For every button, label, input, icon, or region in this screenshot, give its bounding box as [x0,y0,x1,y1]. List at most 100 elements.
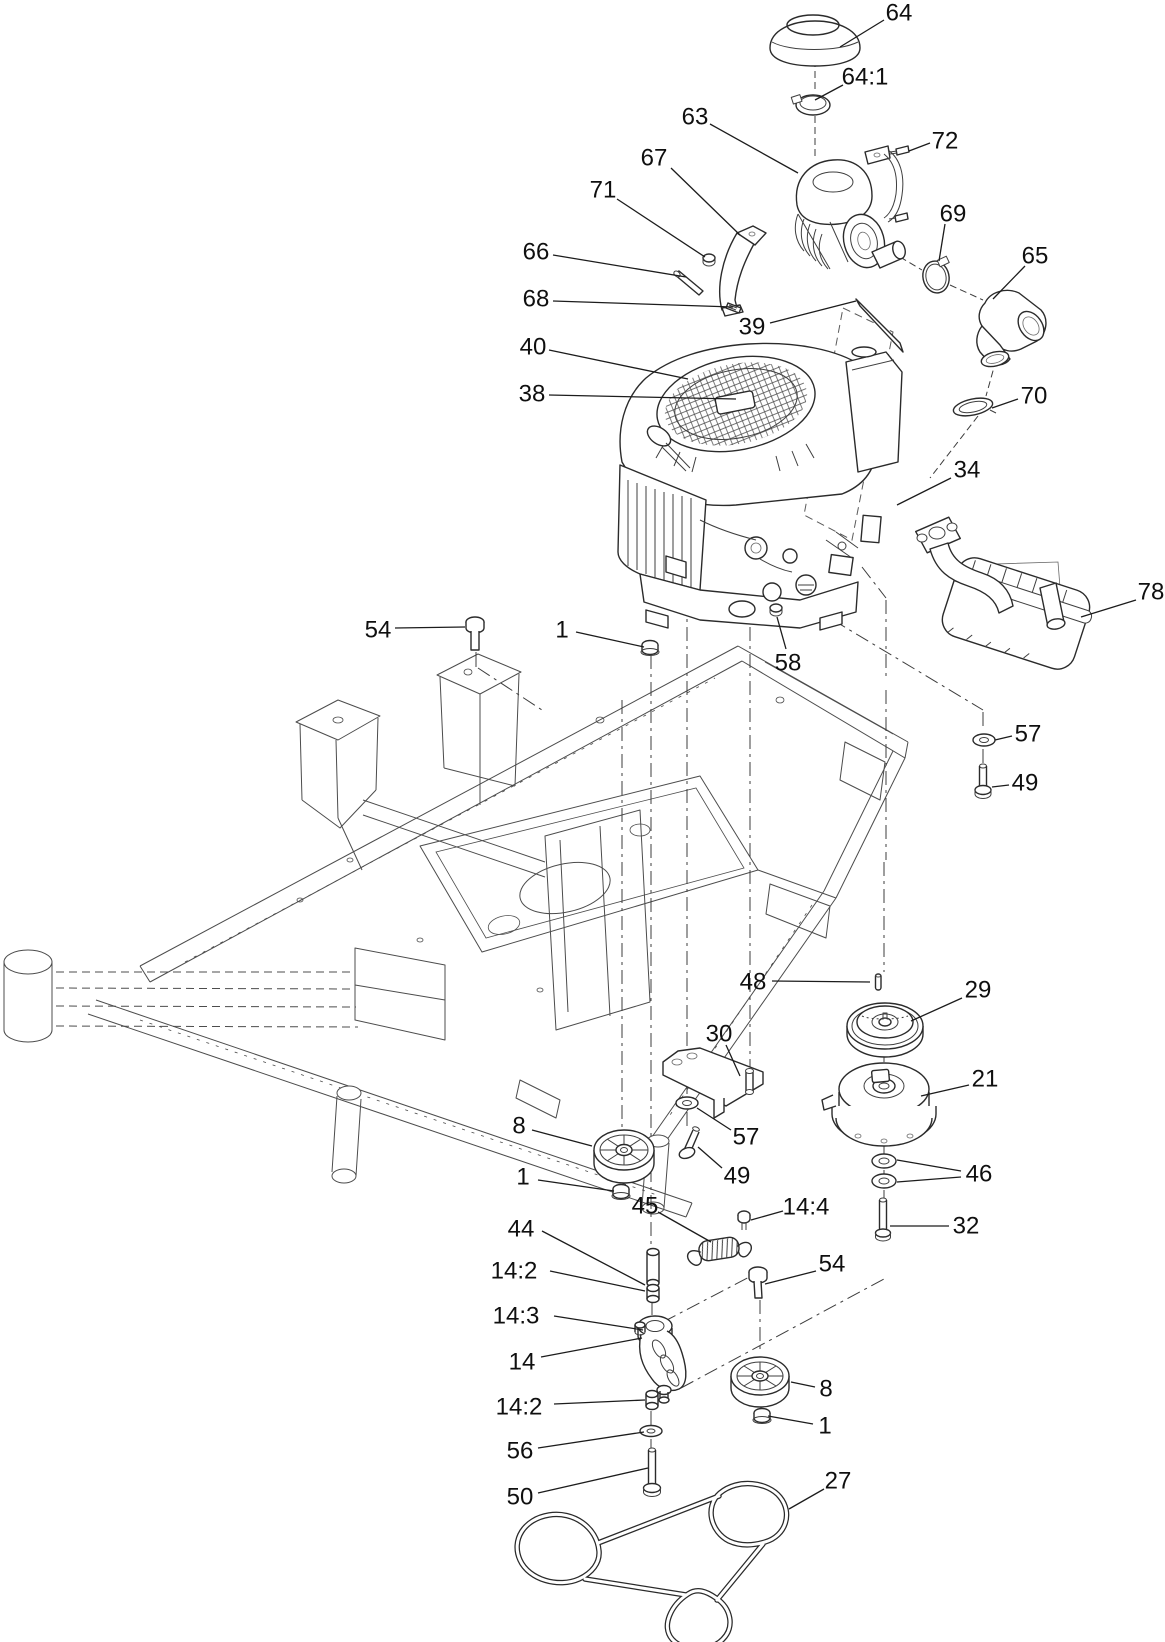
leader-line-49 [991,784,1010,788]
leader-line-57 [696,1107,732,1131]
air-cleaner-assembly [794,159,906,270]
callout-63: 63 [682,104,709,131]
air-cleaner-bracket [864,145,904,223]
leader-line-14:2 [549,1270,646,1292]
leader-line-14:3 [553,1315,644,1331]
callout-72: 72 [932,128,959,155]
callout-1: 1 [555,617,568,644]
leader-line-21 [920,1084,970,1097]
leader-line-48 [771,980,871,983]
bolt-50 [642,1447,662,1497]
leader-line-54 [394,626,466,629]
callout-58: 58 [775,650,802,677]
leader-line-56 [537,1431,645,1449]
leader-line-29 [910,997,963,1022]
leader-line-70 [991,398,1019,409]
leader-line-57 [994,735,1013,741]
spacer-44 [646,1247,660,1288]
key-48 [874,973,882,991]
nut-1-right [752,1407,772,1424]
callout-57: 57 [1015,721,1042,748]
idler-pulley-8-right [730,1356,790,1408]
leader-line-44 [541,1230,646,1286]
leader-line-39 [769,300,857,324]
air-cleaner-cover [769,14,861,67]
callout-68: 68 [523,286,550,313]
clamp-64-1 [790,94,831,116]
electric-clutch-21 [821,1062,937,1147]
bolt-49-right [974,763,992,799]
callout-49: 49 [724,1163,751,1190]
leader-line-45 [657,1211,712,1243]
callout-44: 44 [508,1216,535,1243]
callout-64:1: 64:1 [842,64,889,91]
leader-line-71 [616,198,706,258]
leader-line-34 [896,477,952,506]
frame [3,645,909,1218]
leader-line-14 [540,1337,643,1358]
nut-58 [769,603,783,617]
callout-34: 34 [954,457,981,484]
callout-8: 8 [819,1376,832,1403]
leader-line-63 [709,123,799,174]
callout-49: 49 [1012,770,1039,797]
leader-line-50 [537,1467,649,1494]
nut-1-top [640,639,660,656]
callout-1: 1 [516,1164,529,1191]
spring-45 [686,1236,753,1266]
callout-64: 64 [886,0,913,27]
callout-69: 69 [940,201,967,228]
bolt-32 [874,1197,892,1242]
callout-45: 45 [632,1193,659,1220]
callout-39: 39 [739,314,766,341]
leader-line-14:2 [553,1399,646,1405]
leader-line-58 [776,616,787,650]
leader-line-1 [767,1415,814,1425]
callout-29: 29 [965,977,992,1004]
clamp-69 [922,255,950,294]
callout-14:2: 14:2 [496,1394,543,1421]
drive-belt [514,1480,790,1642]
bracket-30 [662,1047,764,1119]
callout-65: 65 [1022,243,1049,270]
leader-line-69 [938,223,946,262]
callout-14:4: 14:4 [783,1194,830,1221]
muffler [915,516,1093,670]
leader-line-64:1 [814,84,844,101]
callout-50: 50 [507,1484,534,1511]
leader-line-46 [896,1159,962,1172]
engine-pulley-29 [846,1002,924,1058]
bolt-14-4 [737,1210,751,1230]
callout-56: 56 [507,1438,534,1465]
callout-32: 32 [953,1213,980,1240]
dipstick-tube-39 [855,298,904,353]
leader-line-8 [531,1129,593,1147]
callout-71: 71 [590,177,617,204]
spacer-14-2-upper [646,1283,660,1304]
callout-48: 48 [740,969,767,996]
callout-14: 14 [509,1349,536,1376]
leader-line-65 [992,265,1026,300]
engine [617,342,903,631]
bolt-54-top [465,616,485,651]
leader-line-38 [548,394,737,400]
elbow-hose-65 [976,289,1047,368]
callout-67: 67 [641,145,668,172]
leader-line-1 [575,631,645,648]
callout-54: 54 [819,1251,846,1278]
callout-30: 30 [706,1021,733,1048]
idler-pulley-8-left [593,1129,655,1184]
leader-line-27 [788,1488,825,1510]
nut-1-left [611,1183,631,1200]
spacer-14-2-lower [645,1389,659,1411]
leader-line-67 [670,167,741,236]
leader-line-1 [537,1179,615,1192]
callout-38: 38 [519,381,546,408]
leader-line-72 [908,142,931,152]
washer-57-right [972,733,996,747]
leader-line-54 [764,1270,817,1285]
leader-line-68 [552,300,734,308]
callout-66: 66 [523,239,550,266]
